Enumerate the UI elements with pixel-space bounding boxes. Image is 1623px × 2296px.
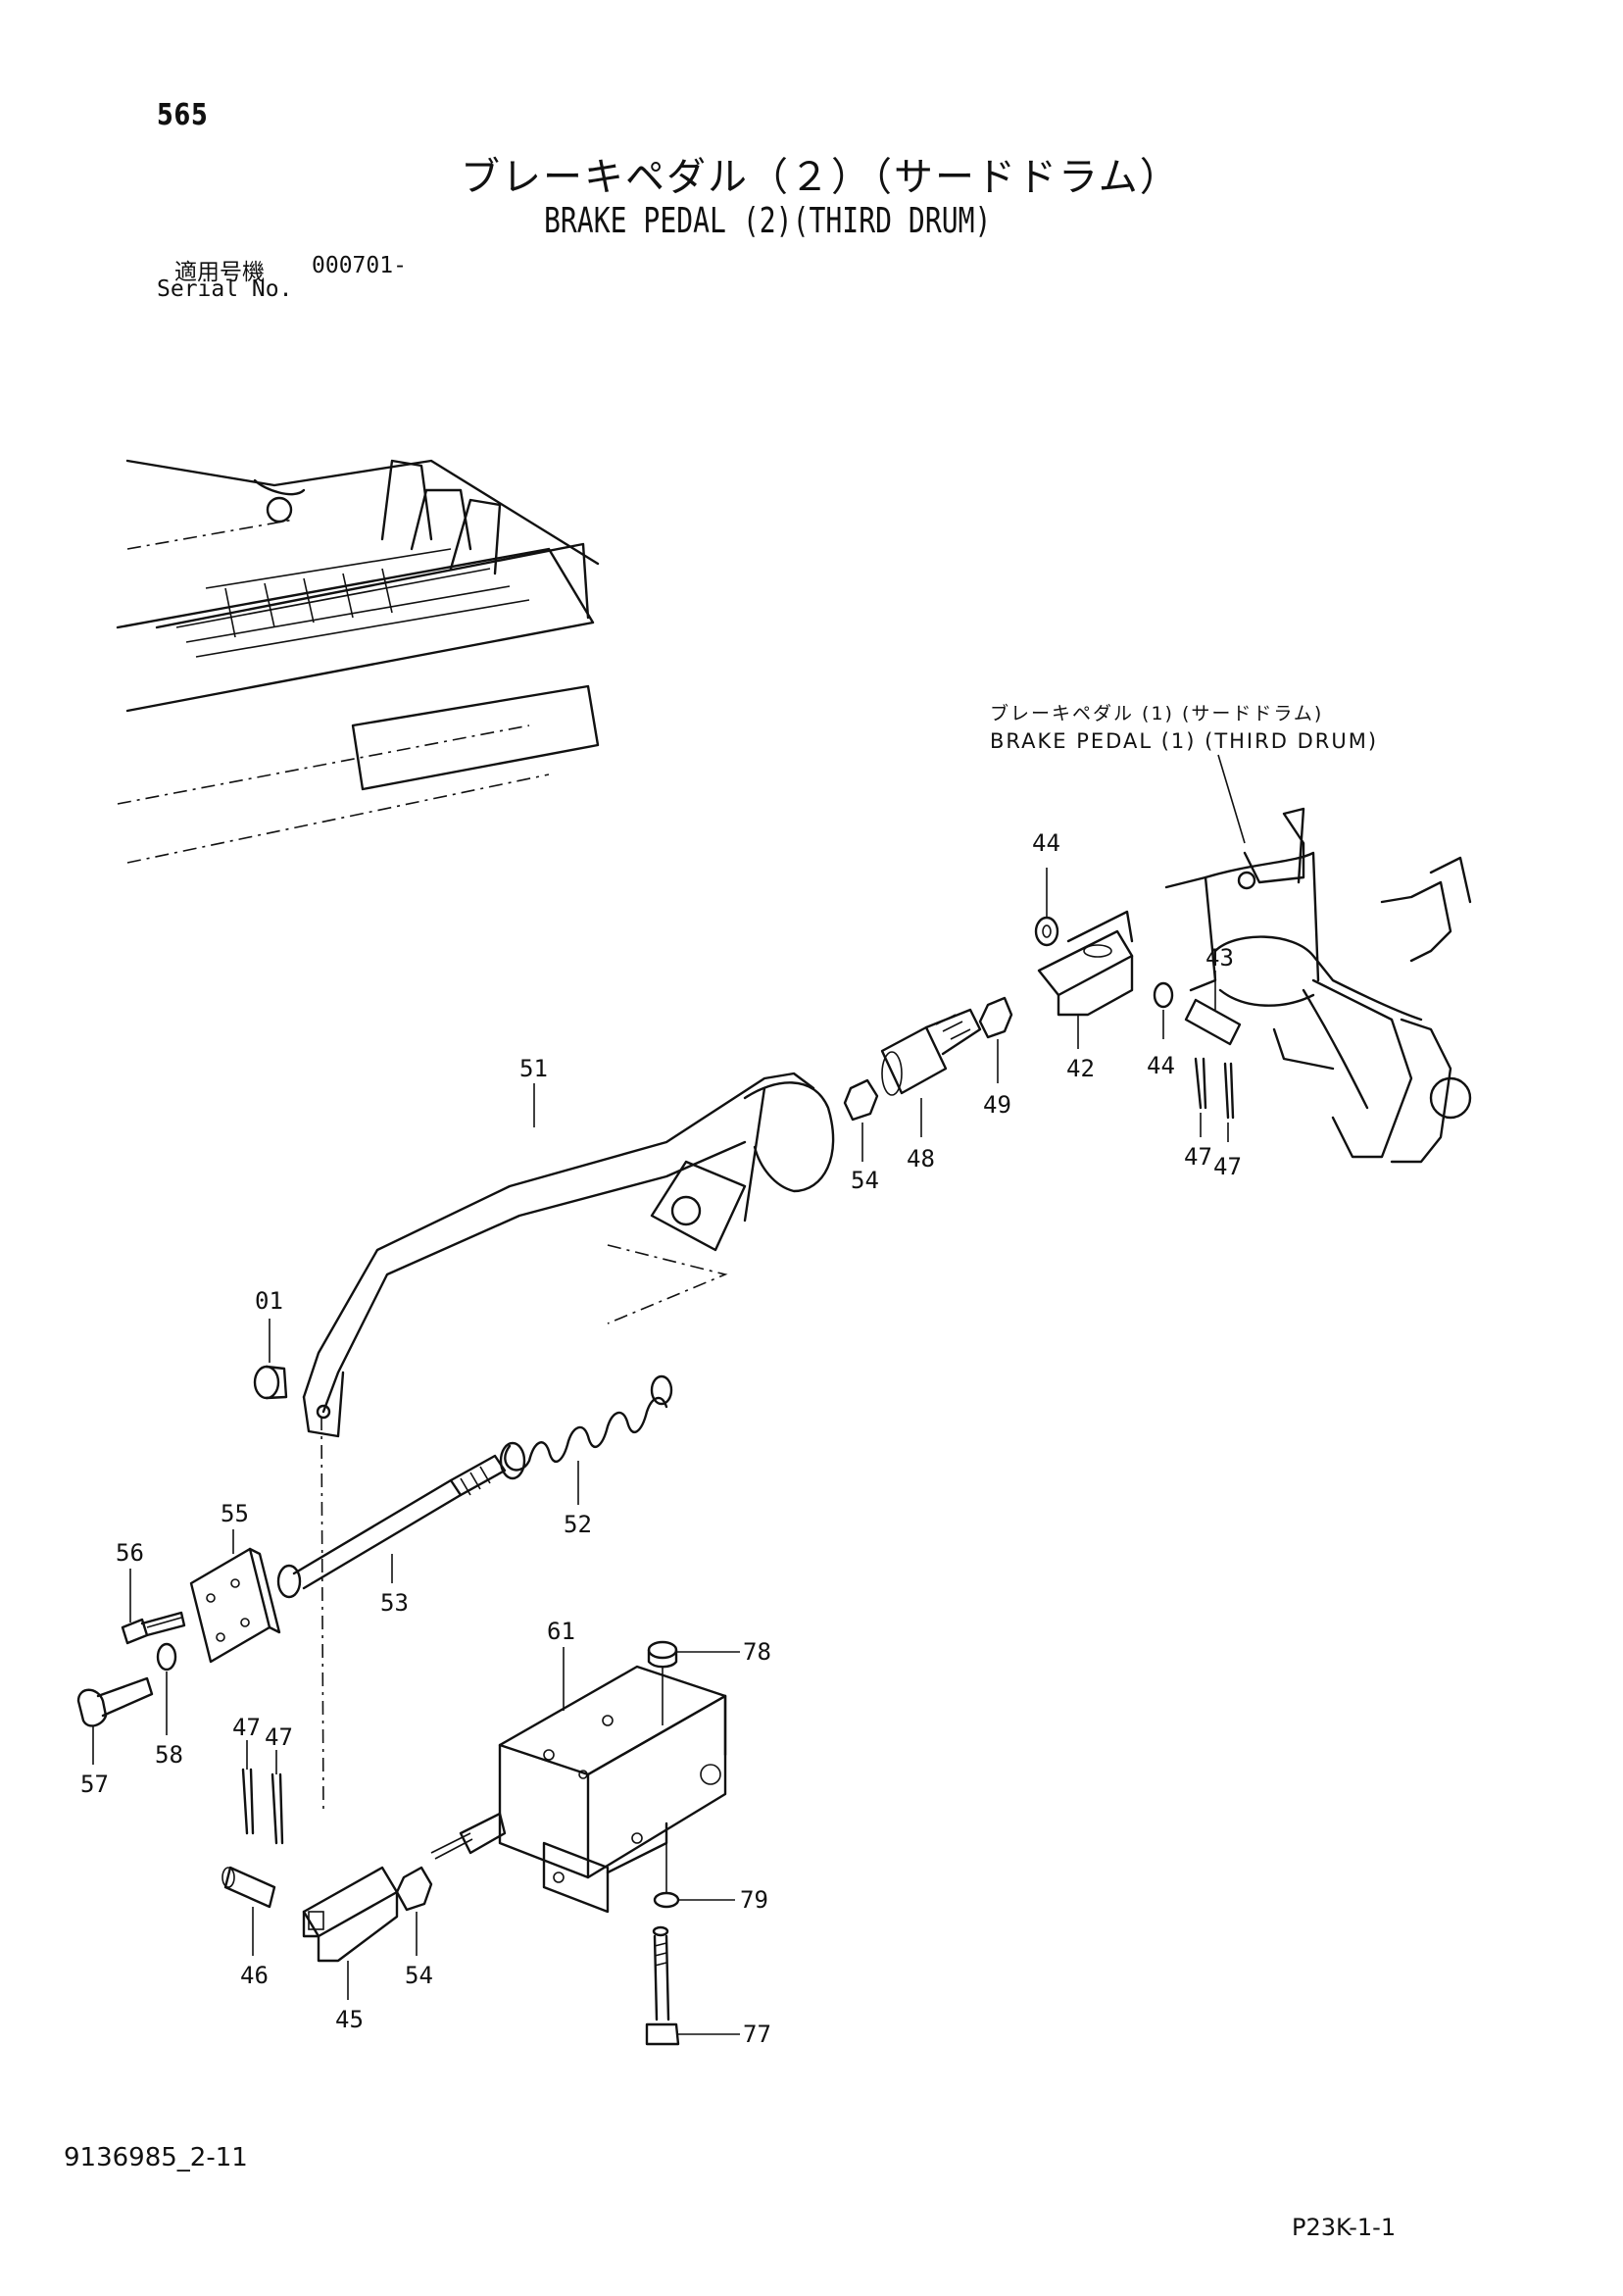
part-48-coupling (880, 1008, 982, 1137)
callout-77: 77 (743, 2021, 771, 2048)
part-54-nut-top (843, 1078, 879, 1162)
part-54-nut-bottom (395, 1866, 433, 1956)
callout-48: 48 (907, 1145, 935, 1173)
callout-54-bottom: 54 (405, 1962, 433, 1989)
part-79-o-ring (653, 1833, 735, 1909)
callout-56: 56 (116, 1539, 144, 1567)
callout-61: 61 (547, 1618, 575, 1645)
part-55-plate (189, 1529, 281, 1664)
callout-49: 49 (983, 1091, 1011, 1119)
callout-52: 52 (564, 1511, 592, 1538)
callout-51: 51 (519, 1055, 548, 1082)
part-43-pin (1184, 971, 1242, 1046)
serial-label-english: Serial No. (157, 276, 293, 302)
document-code: 9136985_2-11 (64, 2143, 248, 2172)
callout-55: 55 (221, 1500, 249, 1527)
callout-42: 42 (1066, 1055, 1095, 1082)
overview-console-drawing (116, 459, 600, 864)
callout-47-right-a: 47 (1184, 1143, 1212, 1171)
part-51-pedal-lever (302, 1072, 835, 1438)
part-56-bolt (121, 1569, 186, 1645)
alignment-line (320, 1416, 324, 1815)
part-47-split-pins (1194, 1057, 1235, 1142)
part-46-pin (221, 1866, 276, 1956)
callout-53: 53 (380, 1589, 409, 1617)
callout-46: 46 (240, 1962, 269, 1989)
part-61-valve (430, 1647, 727, 1914)
callout-44-top: 44 (1032, 829, 1060, 857)
callout-01: 01 (255, 1287, 283, 1315)
part-53-rod (276, 1454, 507, 1599)
part-45-clevis (302, 1866, 399, 2000)
title-english: BRAKE PEDAL (2)(THIRD DRUM) (544, 201, 992, 241)
callout-44-right: 44 (1147, 1052, 1175, 1079)
reference-label-english: BRAKE PEDAL (1) (THIRD DRUM) (990, 729, 1379, 753)
part-44-washer-right (1153, 981, 1174, 1039)
part-01-bushing (253, 1319, 288, 1400)
part-47-split-pins-left (241, 1740, 284, 1845)
serial-value: 000701- (312, 253, 407, 278)
part-77-bolt (645, 1925, 740, 2046)
brake-pedal-1-assembly-drawing (1164, 807, 1472, 1164)
page-number: 565 (157, 98, 209, 132)
callout-47-right-b: 47 (1213, 1153, 1242, 1180)
part-44-washer (1034, 868, 1059, 947)
callout-54-top: 54 (851, 1167, 879, 1194)
title-japanese: ブレーキペダル（２）（サードドラム） (461, 155, 1181, 200)
callout-58: 58 (155, 1741, 183, 1769)
callout-45: 45 (335, 2006, 364, 2033)
part-49-nut (978, 996, 1013, 1083)
callout-labels: 44 43 42 44 49 48 54 51 47 47 01 52 55 5… (80, 829, 1242, 2048)
part-78-cap (647, 1640, 740, 1725)
part-57-bolt (76, 1676, 154, 1765)
part-52-spring (499, 1374, 673, 1505)
callout-79: 79 (740, 1886, 768, 1914)
assembly-line (607, 1244, 728, 1324)
callout-78: 78 (743, 1638, 771, 1666)
callout-47-left-b: 47 (265, 1723, 293, 1751)
reference-label-japanese: ブレーキペダル (1) (サードドラム) (990, 703, 1324, 724)
reference-leader-line (1217, 754, 1246, 844)
part-42-clevis (1037, 910, 1134, 1049)
serial-label-japanese: 適用号機 (174, 260, 265, 285)
callout-47-left-a: 47 (232, 1714, 261, 1741)
part-58-washer (156, 1642, 177, 1735)
callout-43: 43 (1205, 944, 1234, 972)
page-code: P23K-1-1 (1292, 2214, 1397, 2241)
callout-57: 57 (80, 1771, 109, 1798)
